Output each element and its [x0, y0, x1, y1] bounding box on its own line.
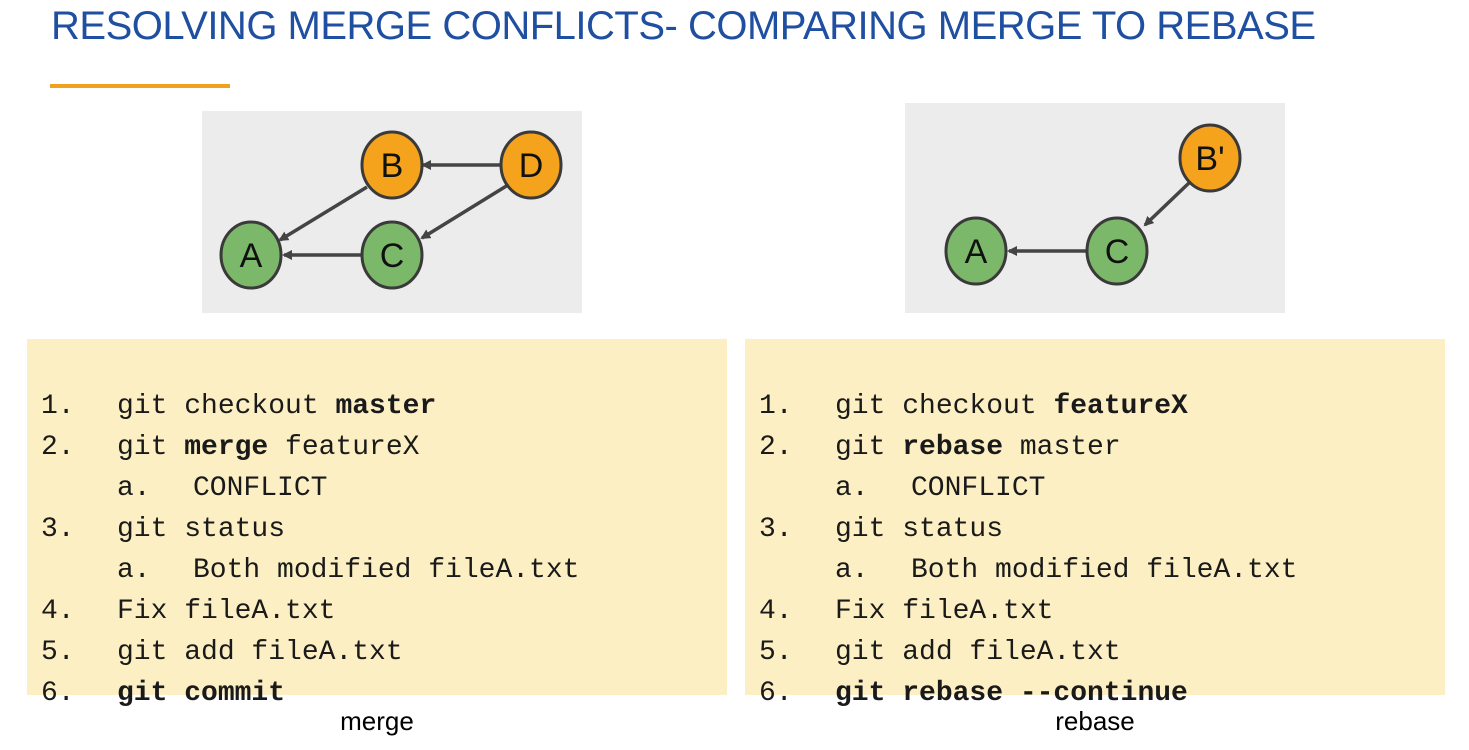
step-line: 2.git merge featureX — [41, 432, 420, 463]
step-bold-text: master — [335, 391, 437, 422]
step-line: 5.git add fileA.txt — [759, 637, 1121, 668]
step-bold-text: rebase — [902, 432, 1004, 463]
step-number: 1. — [41, 391, 75, 422]
title-accent-line — [50, 84, 230, 88]
step-bold-text: featureX — [1053, 391, 1188, 422]
substep-letter: a. — [117, 555, 151, 586]
step-number: 5. — [759, 637, 793, 668]
merge-graph-panel: A B C D — [202, 111, 582, 313]
commit-node-c: C — [360, 220, 424, 290]
step-number: 3. — [41, 514, 75, 545]
slide-title: RESOLVING MERGE CONFLICTS- COMPARING MER… — [51, 4, 1316, 48]
substep-letter: a. — [835, 555, 869, 586]
rebase-caption: rebase — [1055, 706, 1135, 736]
commit-node-c: C — [1085, 216, 1149, 286]
substep-letter: a. — [835, 473, 869, 504]
step-line: 3.git status — [41, 514, 286, 545]
edge-bprime-to-c — [1143, 180, 1192, 227]
step-number: 4. — [41, 596, 75, 627]
step-bold-text: git rebase --continue — [835, 678, 1188, 709]
substep-line: a.Both modified fileA.txt — [835, 555, 1298, 586]
step-bold-text: git commit — [117, 678, 286, 709]
merge-commit-graph: A B C D — [219, 130, 563, 290]
step-number: 6. — [41, 678, 75, 709]
substep-line: a.Both modified fileA.txt — [117, 555, 580, 586]
substep-letter: a. — [117, 473, 151, 504]
step-bold-text: merge — [184, 432, 269, 463]
step-line: 1.git checkout master — [41, 391, 437, 422]
edge-d-to-c — [420, 183, 509, 240]
node-label-c: C — [1105, 233, 1130, 271]
step-number: 6. — [759, 678, 793, 709]
commit-node-d: D — [499, 130, 563, 200]
substep-line: a.CONFLICT — [117, 473, 328, 504]
substep-line: a.CONFLICT — [835, 473, 1046, 504]
step-number: 5. — [41, 637, 75, 668]
step-number: 4. — [759, 596, 793, 627]
commit-node-b: B — [360, 130, 424, 200]
rebase-steps-panel: 1.git checkout featureX 2.git rebase mas… — [745, 339, 1445, 709]
node-label-b: B — [381, 147, 404, 185]
step-line: 6. git commit — [41, 646, 711, 742]
node-label-c: C — [380, 237, 405, 275]
node-label-b-prime: B' — [1195, 140, 1224, 178]
node-label-a: A — [965, 233, 988, 271]
step-number: 1. — [759, 391, 793, 422]
step-line: 3.git status — [759, 514, 1004, 545]
node-label-d: D — [519, 147, 544, 185]
commit-node-a: A — [944, 216, 1008, 286]
commit-node-b-prime: B' — [1178, 123, 1242, 193]
rebase-commit-graph: A C B' — [944, 123, 1242, 286]
step-line: 4.Fix fileA.txt — [41, 596, 336, 627]
commit-node-a: A — [219, 220, 283, 290]
merge-steps-panel: 1.git checkout master 2.git merge featur… — [27, 339, 727, 709]
rebase-graph-panel: A C B' — [905, 103, 1285, 313]
edge-b-to-a — [278, 185, 368, 242]
node-label-a: A — [240, 237, 263, 275]
step-line: 5.git add fileA.txt — [41, 637, 403, 668]
step-line: 6. git rebase --continue — [759, 646, 1429, 742]
step-line: 1.git checkout featureX — [759, 391, 1188, 422]
step-number: 2. — [759, 432, 793, 463]
step-line: 2.git rebase master — [759, 432, 1121, 463]
step-number: 3. — [759, 514, 793, 545]
step-number: 2. — [41, 432, 75, 463]
step-line: 4.Fix fileA.txt — [759, 596, 1054, 627]
merge-caption: merge — [340, 706, 414, 736]
